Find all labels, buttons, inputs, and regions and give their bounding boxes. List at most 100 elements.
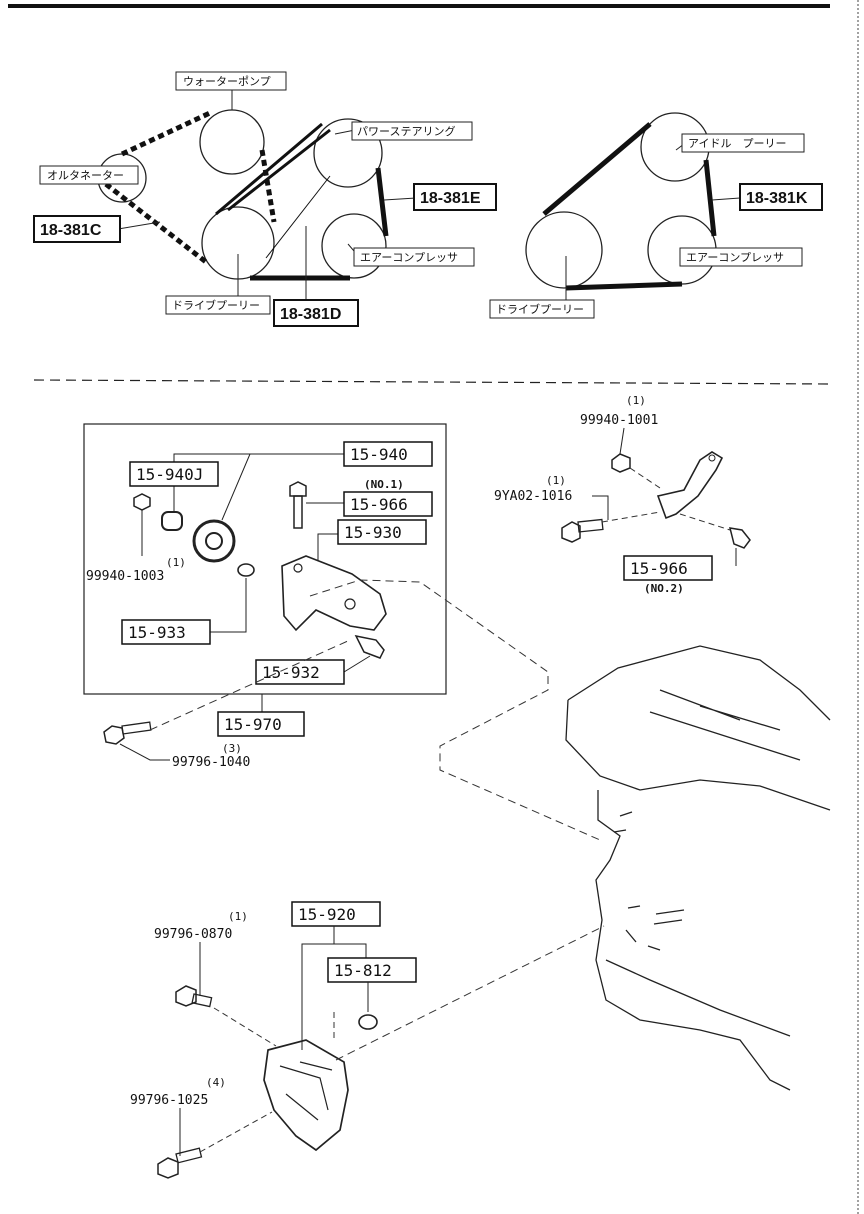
belt-d-path (215, 122, 331, 216)
label-box-15-930 (337, 519, 427, 545)
label-15-933: 15-933 (128, 623, 186, 642)
mount-bracket-detail (279, 1061, 333, 1121)
engine-ribs (649, 689, 801, 761)
dash-mount-to-engine (335, 925, 605, 1061)
leader-15-940-b (221, 453, 251, 521)
label-aircon-right: エアーコンプレッサ (686, 251, 784, 264)
label-idler: アイドル プーリー (688, 137, 786, 150)
leader-99940-1001 (619, 427, 625, 455)
dash-bolt-to-bracket (601, 511, 661, 523)
dash-0870-to-mount (213, 1007, 277, 1047)
label-box-15-940 (343, 441, 433, 467)
stay-bracket-hole (708, 454, 716, 462)
label-box-15-812 (327, 957, 417, 983)
label-box-18-381c (33, 215, 121, 243)
label-18-381d: 18-381D (280, 306, 341, 323)
label-box-alternator (39, 165, 139, 185)
bolt-15-966-no1-head (289, 481, 307, 497)
label-15-930: 15-930 (344, 523, 402, 542)
belt-diagram-left: ウォーターポンプ オルタネーター パワーステアリング エアーコンプレッサ ドライ… (33, 71, 497, 327)
belt-c-path (96, 109, 277, 264)
label-box-15-940j (129, 461, 219, 487)
belt-k-path (542, 122, 717, 291)
upper-right-bracket: (1) 99940-1001 (1) 9YA02-1016 15-966 (NO… (494, 394, 751, 595)
spacer-15-933 (237, 563, 255, 577)
engine-outline (565, 645, 831, 1091)
pulley-aircon (321, 213, 387, 279)
label-box-idler (681, 133, 805, 153)
label-15-966-no2-note: (NO.2) (644, 582, 684, 595)
label-15-920: 15-920 (298, 905, 356, 924)
label-99796-1040: 99796-1040 (172, 755, 250, 770)
tensioner-assembly: 15-940 15-940J (NO.1) 15-966 15-930 15-9… (83, 423, 447, 712)
label-box-15-966-no1 (343, 491, 433, 517)
dash-nut-to-bracket (629, 467, 661, 489)
label-99940-1001: 99940-1001 (580, 413, 658, 428)
pulley-drive-right (525, 211, 603, 289)
label-drive: ドライブプーリー (172, 298, 260, 312)
bushing-15-812 (358, 1014, 378, 1030)
label-15-966-no1-note: (NO.1) (364, 478, 404, 491)
engine-head (567, 645, 831, 721)
leader-18-381e (383, 197, 417, 201)
label-box-15-932 (255, 659, 345, 685)
bolt-9ya02-1016-head (561, 521, 581, 543)
bolt-99796-1025-shank (175, 1147, 203, 1164)
pulley-power-steering (313, 118, 383, 188)
bolt-99796-1040-head (103, 725, 125, 745)
label-box-drive-right (489, 299, 595, 319)
bolt-9ya02-1016-shank (577, 518, 604, 533)
label-99796-0870: 99796-0870 (154, 927, 232, 942)
label-15-932: 15-932 (262, 663, 320, 682)
section-divider (33, 379, 833, 385)
label-box-18-381d (273, 299, 359, 327)
bracket-hole (293, 563, 303, 573)
label-99940-1003: 99940-1003 (86, 569, 164, 584)
label-water-pump: ウォーターポンプ (183, 75, 271, 88)
dash-bracket-to-bolt2 (679, 513, 731, 531)
engine-ports (613, 811, 685, 951)
label-box-water-pump (175, 71, 287, 91)
bolt-15-966-no1 (293, 495, 303, 529)
label-box-15-970 (217, 711, 305, 737)
idler-pulley-part (192, 519, 236, 563)
leader-15-940 (173, 453, 346, 464)
label-box-power-steering (351, 121, 473, 141)
label-power-steering: パワーステアリング (357, 124, 455, 138)
label-box-15-966-no2 (623, 555, 713, 581)
label-18-381e: 18-381E (420, 190, 481, 207)
label-15-970: 15-970 (224, 715, 282, 734)
label-9ya02-1016: 9YA02-1016 (494, 489, 572, 504)
label-18-381k: 18-381K (746, 190, 808, 207)
belt-d-path-2 (265, 175, 331, 259)
belt-diagram-right: アイドル プーリー エアーコンプレッサ ドライブプーリー 18-381K (489, 112, 823, 319)
label-box-15-920 (291, 901, 381, 927)
bracket-hole-2 (344, 598, 356, 610)
assembly-frame (83, 423, 447, 695)
label-15-940: 15-940 (350, 445, 408, 464)
label-99796-1025-qty: (4) (206, 1076, 226, 1089)
label-9ya02-1016-qty: (1) (546, 474, 566, 487)
bolt-99796-1040: (3) 99796-1040 (103, 721, 250, 770)
label-box-aircon-right (679, 247, 803, 267)
label-box-aircon (353, 247, 475, 267)
label-drive-right: ドライブプーリー (496, 302, 584, 316)
nut-99940-1001 (611, 453, 631, 473)
label-99940-1001-qty: (1) (626, 394, 646, 407)
idler-pulley-hub (205, 532, 223, 550)
engine-block (595, 790, 791, 1091)
spacer-part (161, 511, 183, 531)
leader-9ya02-1016 (592, 495, 609, 520)
mount-bracket (263, 1039, 349, 1152)
lower-mount-bracket: 15-920 15-812 (1) 99796-0870 (4) 99796-1… (130, 901, 605, 1179)
bolt-99796-0870-head (175, 985, 197, 1007)
label-18-381c: 18-381C (40, 222, 102, 239)
label-99796-1025: 99796-1025 (130, 1093, 208, 1108)
label-99796-0870-qty: (1) (228, 910, 248, 923)
bolt-99796-1040-shank (121, 721, 152, 735)
leader-18-381c (117, 221, 161, 230)
label-box-15-933 (121, 619, 211, 645)
leader-18-381k (711, 197, 741, 201)
leader-15-930 (317, 533, 340, 560)
label-aircon: エアーコンプレッサ (360, 251, 458, 264)
